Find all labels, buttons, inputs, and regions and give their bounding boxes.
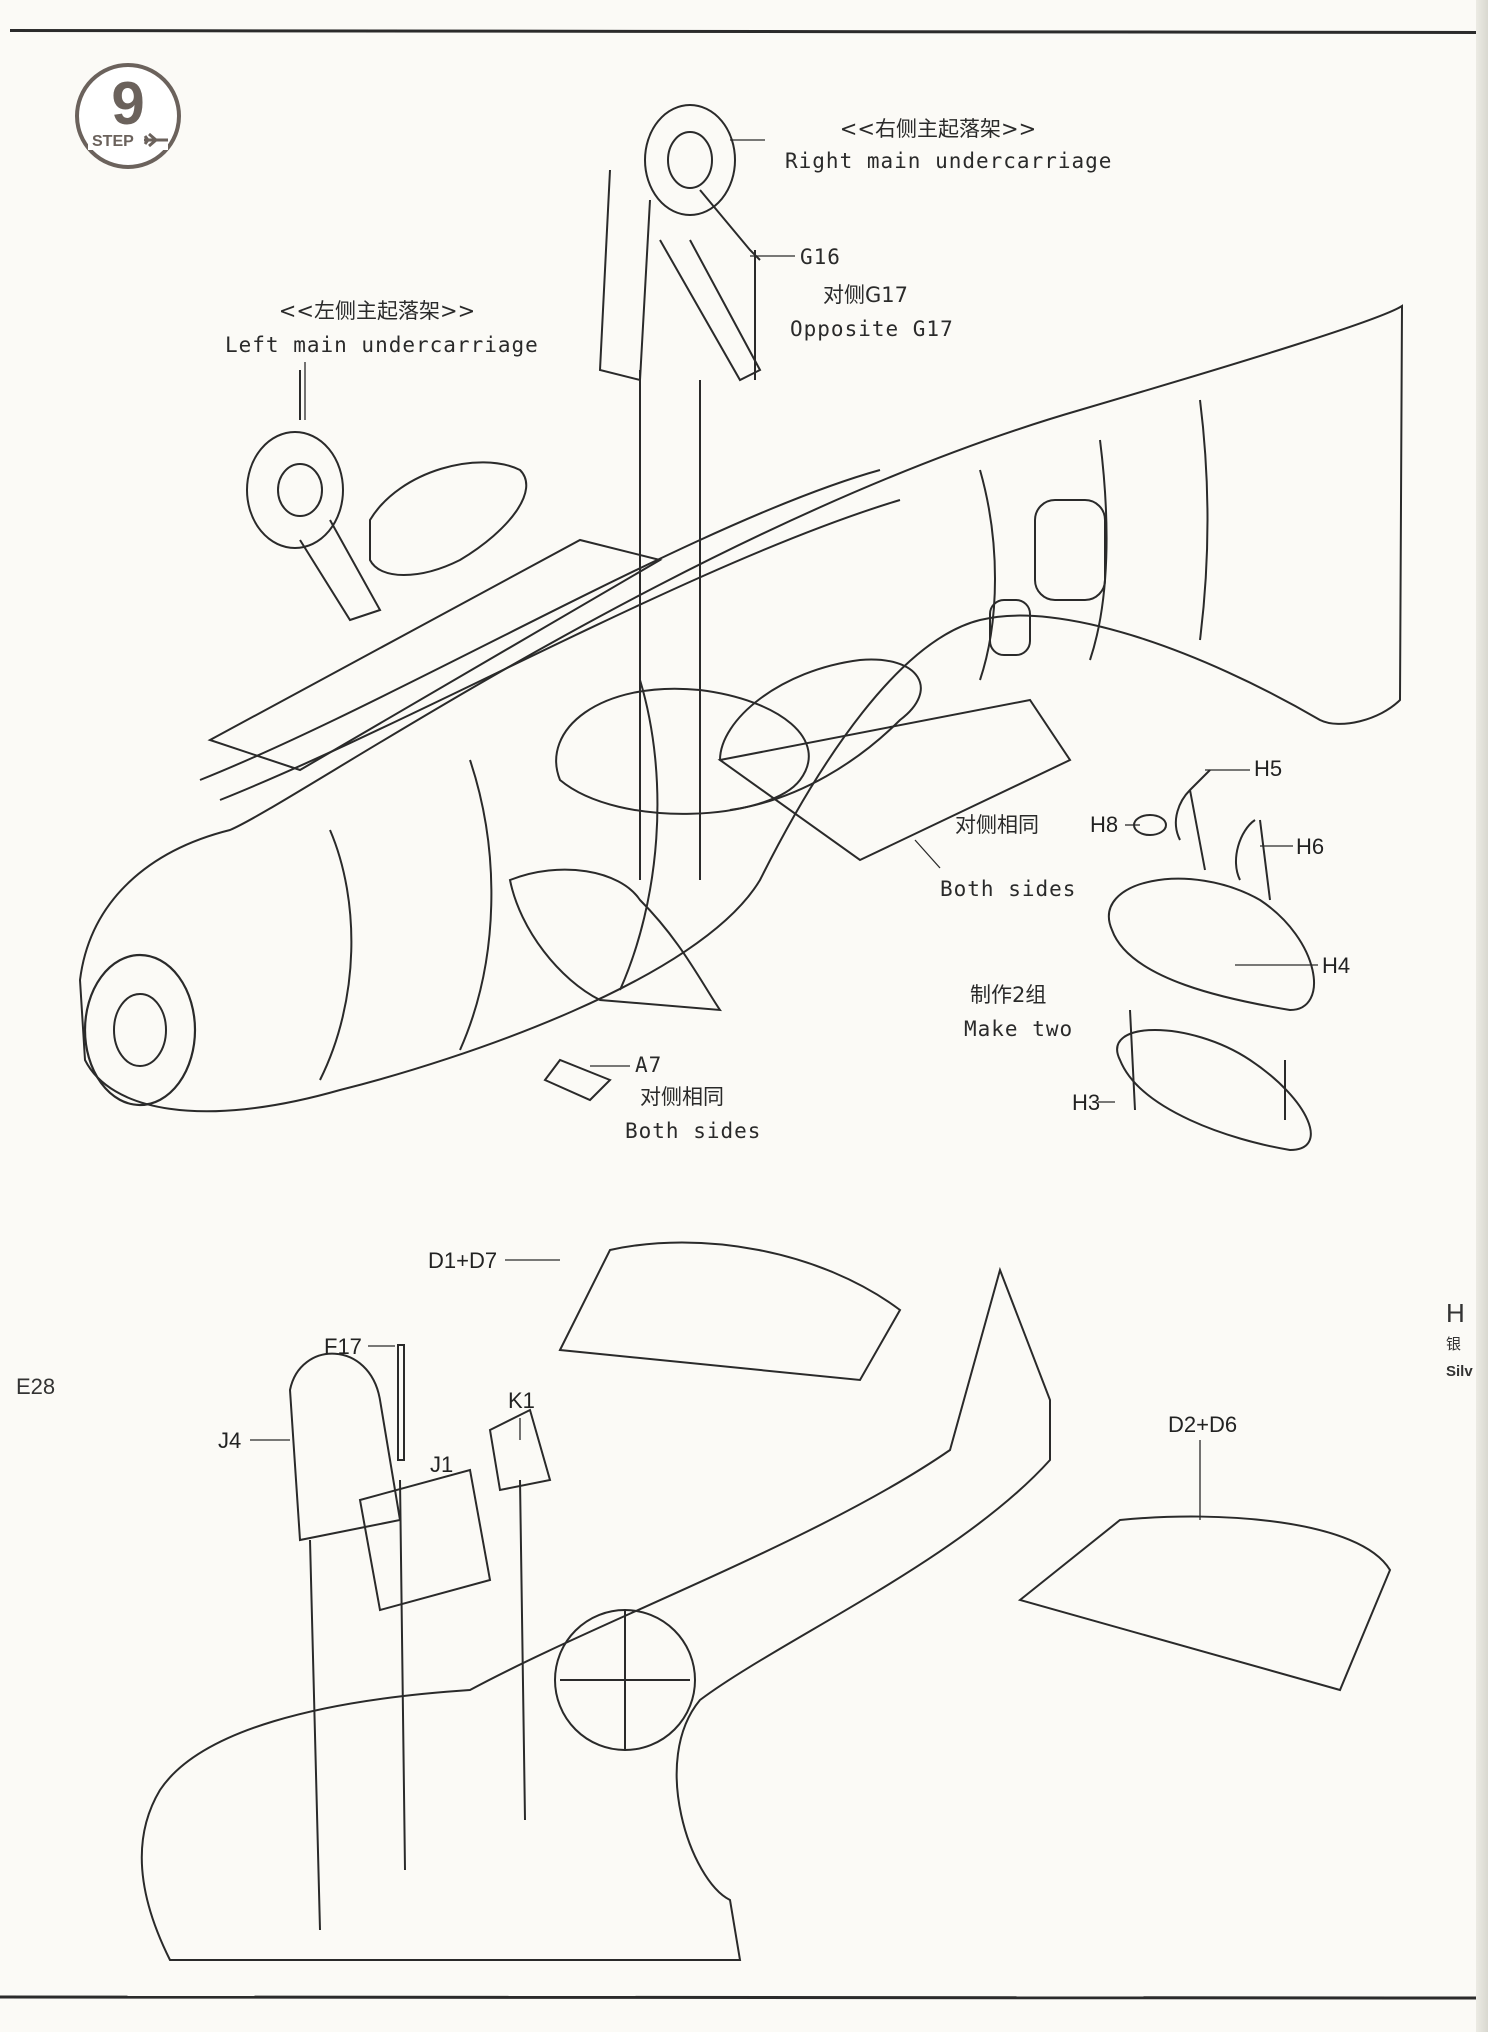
part-label-h4: H4 xyxy=(1322,953,1351,978)
left-main-undercarriage-label: Left main undercarriage xyxy=(225,333,539,357)
left-main-undercarriage-label-cn: <<左侧主起落架>> xyxy=(278,299,476,323)
canopy-j4 xyxy=(288,1352,402,1542)
both-sides-label-cn: 对侧相同 xyxy=(955,813,1039,837)
right-tailplane xyxy=(1017,1515,1392,1692)
both-sides-label: Both sides xyxy=(940,877,1077,901)
part-label-d2-d6: D2+D6 xyxy=(1168,1412,1238,1437)
part-label-h5: H5 xyxy=(1254,756,1283,781)
left-main-undercarriage xyxy=(246,370,528,622)
edge-text-line2: 银 xyxy=(1446,1335,1462,1353)
page-edge-shadow xyxy=(1476,0,1488,2032)
step-label: STEP xyxy=(92,133,134,150)
part-label-j1: J1 xyxy=(430,1452,454,1477)
both-sides-label-2: Both sides xyxy=(625,1119,762,1143)
step-number: 9 xyxy=(111,70,144,137)
step-badge: 9 STEP xyxy=(75,63,181,169)
right-main-undercarriage xyxy=(598,104,762,880)
part-label-k1: K1 xyxy=(508,1388,535,1413)
fuselage-top-view xyxy=(78,304,1404,1113)
page-number: E28 xyxy=(16,1374,56,1399)
make-two-label: Make two xyxy=(964,1017,1074,1041)
leader-lines xyxy=(250,139,1318,1520)
both-sides-label-2-cn: 对侧相同 xyxy=(640,1085,724,1109)
left-tailplane xyxy=(558,1241,902,1382)
edge-text-line1: H xyxy=(1446,1298,1465,1328)
right-main-undercarriage-label: Right main undercarriage xyxy=(785,149,1113,173)
right-main-undercarriage-label-cn: <<右侧主起落架>> xyxy=(839,117,1037,141)
opposite-g17-label-cn: 对侧G17 xyxy=(823,283,908,307)
part-label-h3: H3 xyxy=(1072,1090,1101,1115)
part-label-a7: A7 xyxy=(635,1053,663,1077)
part-f17 xyxy=(397,1344,405,1461)
part-label-d1-d7: D1+D7 xyxy=(428,1248,498,1273)
make-two-label-cn: 制作2组 xyxy=(970,983,1047,1007)
jet-plane-icon xyxy=(143,132,168,148)
part-k1 xyxy=(488,1408,552,1492)
opposite-g17-label: Opposite G17 xyxy=(790,317,954,341)
fuselage-side-view xyxy=(140,1241,1392,1961)
part-label-h8: H8 xyxy=(1090,812,1119,837)
canopy-j1 xyxy=(358,1468,492,1612)
edge-text-line3: Silv xyxy=(1446,1363,1473,1380)
part-label-g16: G16 xyxy=(800,245,841,269)
part-label-h6: H6 xyxy=(1296,834,1325,859)
part-label-f17: F17 xyxy=(324,1334,362,1359)
part-label-j4: J4 xyxy=(218,1428,242,1453)
gear-door-subassembly xyxy=(543,687,1315,1152)
